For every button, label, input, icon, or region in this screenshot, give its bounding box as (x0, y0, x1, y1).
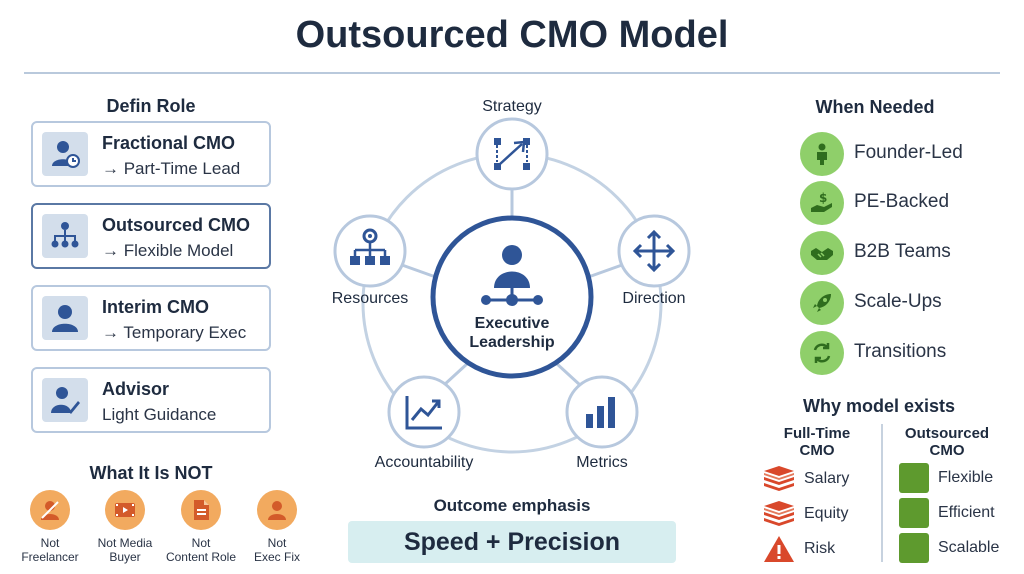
resources-label: Resources (331, 290, 409, 307)
risk-label: Risk (804, 540, 836, 557)
need-label: PE-Backed (854, 191, 950, 212)
user-pen-icon (42, 378, 88, 422)
not-label-line1: Not Media (97, 536, 153, 550)
accountability-label: Accountability (374, 454, 474, 471)
not-label-line2: Exec Fix (253, 550, 300, 564)
spoke (554, 361, 582, 387)
founder-icon (800, 132, 844, 176)
salary-label: Salary (804, 470, 850, 487)
outsourced-line2: CMO (929, 442, 965, 459)
why-model-heading: Why model exists (802, 396, 956, 416)
outsourced-item-scalable: Scalable (899, 533, 1009, 563)
freelancer-icon (30, 490, 70, 530)
bar-chart-icon (586, 397, 615, 428)
swap-arrows-icon (800, 331, 844, 375)
efficient-label: Efficient (938, 504, 995, 521)
outsourced-cmo-heading: Outsourced CMO (888, 425, 1006, 459)
full-time-cmo-heading: Full-Time CMO (762, 425, 872, 459)
title-divider (24, 72, 1000, 74)
role-subtitle: Light Guidance (102, 405, 217, 424)
role-title: Advisor (102, 379, 170, 399)
full-time-item-risk: Risk (762, 534, 872, 564)
comparison-divider (881, 424, 883, 562)
full-time-item-equity: Equity (762, 499, 872, 529)
metrics-label: Metrics (576, 454, 628, 471)
dollar-hand-icon: $ (800, 181, 844, 225)
need-label: Founder-Led (854, 142, 963, 163)
role-card-advisor[interactable]: Advisor Light Guidance (31, 367, 271, 433)
strategy-label: Strategy (482, 98, 542, 115)
need-label: Transitions (854, 341, 947, 362)
full-time-item-salary: Salary (762, 464, 872, 494)
define-role-heading: Defin Role (106, 96, 196, 116)
outcome-heading: Outcome emphasis (433, 496, 591, 515)
line-chart-icon (405, 396, 442, 430)
green-square-icon (899, 463, 929, 493)
flexible-label: Flexible (938, 469, 994, 486)
outsourced-line1: Outsourced (904, 425, 990, 442)
role-title: Fractional CMO (102, 133, 236, 153)
role-card-outsourced[interactable]: Outsourced CMO → Flexible Model (31, 203, 271, 269)
need-label: B2B Teams (854, 241, 951, 262)
hub-label-line1: Executive (474, 315, 550, 332)
org-chart-icon (42, 214, 88, 258)
spoke (442, 361, 470, 387)
media-icon (105, 490, 145, 530)
role-subtitle: → Temporary Exec (102, 323, 247, 342)
outsourced-item-flexible: Flexible (899, 463, 1009, 493)
outcome-value: Speed + Precision (348, 521, 676, 563)
rocket-icon (800, 281, 844, 325)
when-needed-heading: When Needed (815, 97, 935, 117)
svg-text:$: $ (819, 191, 827, 205)
role-card-interim[interactable]: Interim CMO → Temporary Exec (31, 285, 271, 351)
executive-icon (481, 245, 543, 306)
not-label-line2: Content Role (165, 550, 237, 564)
strategy-icon (494, 138, 530, 170)
role-subtitle: → Part-Time Lead (102, 159, 241, 178)
user-clock-icon (42, 132, 88, 176)
outsourced-item-efficient: Efficient (899, 498, 1009, 528)
handshake-icon (800, 231, 844, 275)
full-time-line2: CMO (799, 442, 835, 459)
what-not-heading: What It Is NOT (89, 463, 213, 483)
equity-label: Equity (804, 505, 849, 522)
warning-icon (764, 536, 794, 562)
not-label-line2: Freelancer (21, 550, 79, 564)
scalable-label: Scalable (938, 539, 1000, 556)
stack-icon (764, 501, 794, 526)
green-square-icon (899, 533, 929, 563)
document-icon (181, 490, 221, 530)
role-title: Interim CMO (102, 297, 210, 317)
direction-label: Direction (622, 290, 686, 307)
hierarchy-gear-icon (350, 228, 390, 265)
role-title: Outsourced CMO (102, 215, 251, 235)
user-icon (42, 296, 88, 340)
page-title: Outsourced CMO Model (295, 14, 729, 56)
user-icon (257, 490, 297, 530)
full-time-line1: Full-Time (783, 425, 851, 442)
move-arrows-icon (632, 229, 676, 273)
role-subtitle: → Flexible Model (102, 241, 234, 260)
hub-label-line2: Leadership (469, 334, 555, 351)
not-label-line1: Not (191, 536, 211, 550)
not-label-line1: Not (40, 536, 60, 550)
green-square-icon (899, 498, 929, 528)
stack-icon (764, 466, 794, 491)
need-label: Scale-Ups (854, 291, 942, 312)
not-label-line1: Not (267, 536, 287, 550)
not-label-line2: Buyer (109, 550, 141, 564)
role-card-fractional[interactable]: Fractional CMO → Part-Time Lead (31, 121, 271, 187)
hub-label: Executive Leadership (452, 314, 572, 352)
